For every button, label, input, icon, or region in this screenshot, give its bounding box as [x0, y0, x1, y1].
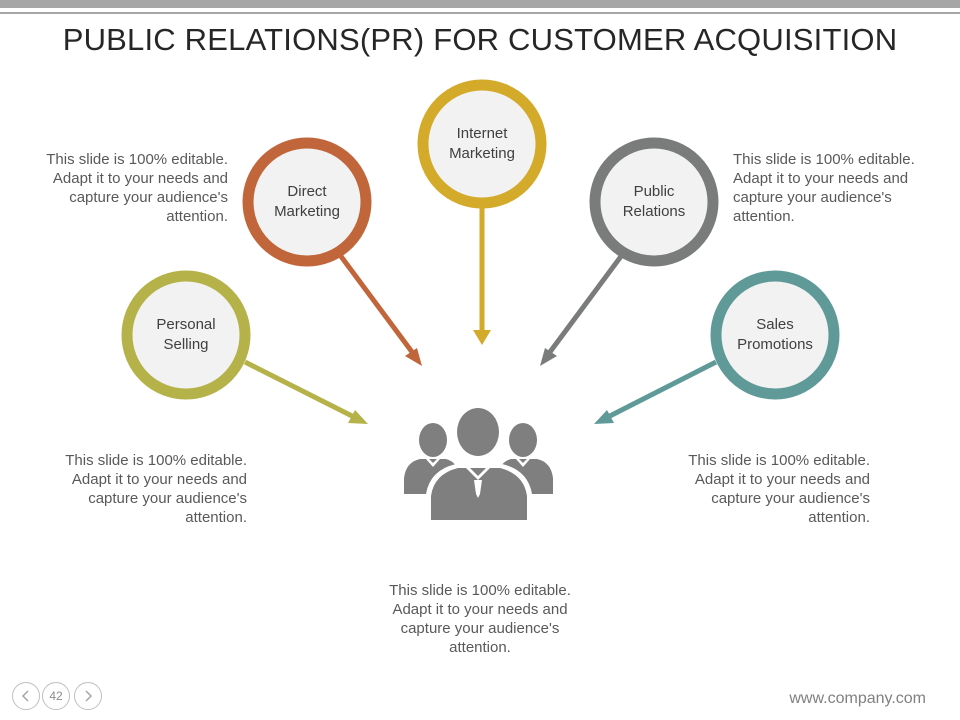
connector-sales-promotions [604, 359, 718, 421]
note-line: This slide is 100% editable. [688, 452, 870, 469]
ring-personal-selling [121, 270, 251, 400]
label-personal-selling: Personal Selling [131, 315, 241, 355]
node-internet-marketing [417, 79, 547, 345]
label-internet-marketing: Internet Marketing [427, 124, 537, 164]
top-accent-bar [0, 0, 960, 8]
ring-internet-marketing [417, 79, 547, 209]
connector-personal-selling [243, 359, 358, 421]
arrowhead-direct-marketing [405, 348, 422, 366]
node-direct-marketing [242, 137, 422, 366]
note-line: attention. [808, 509, 870, 526]
connector-public-relations [544, 253, 625, 358]
note-line: attention. [733, 208, 795, 225]
note-line: attention. [449, 639, 511, 656]
note-line: attention. [185, 509, 247, 526]
page-number: 42 [42, 682, 70, 710]
label-direct-marketing: Direct Marketing [252, 182, 362, 222]
ring-public-relations [589, 137, 719, 267]
note-middle-left: This slide is 100% editable. Adapt it to… [38, 451, 247, 527]
arrowhead-public-relations [540, 348, 557, 366]
label-line: Promotions [737, 336, 813, 353]
label-line: Marketing [449, 145, 515, 162]
page-number-text: 42 [49, 689, 63, 703]
note-line: capture your audience's [88, 490, 247, 507]
label-line: Relations [622, 203, 686, 220]
note-line: Adapt it to your needs and [71, 471, 247, 488]
note-top-left: This slide is 100% editable. Adapt it to… [20, 150, 228, 226]
top-accent-line [0, 12, 960, 14]
label-line: Personal [156, 316, 216, 333]
note-line: Adapt it to your needs and [52, 170, 228, 187]
note-line: capture your audience's [733, 189, 892, 206]
note-line: This slide is 100% editable. [733, 151, 915, 168]
next-slide-button[interactable] [74, 682, 102, 710]
node-public-relations [540, 137, 719, 366]
node-sales-promotions [594, 270, 840, 424]
arrowhead-internet-marketing [473, 330, 491, 345]
node-personal-selling [121, 270, 368, 424]
note-line: This slide is 100% editable. [65, 452, 247, 469]
chevron-right-icon [85, 690, 93, 702]
label-public-relations: Public Relations [599, 182, 709, 222]
note-line: Adapt it to your needs and [694, 471, 870, 488]
connector-direct-marketing [337, 253, 418, 358]
ring-direct-marketing [242, 137, 372, 267]
label-line: Internet [456, 125, 508, 142]
note-line: Adapt it to your needs and [733, 170, 909, 187]
label-line: Marketing [274, 203, 340, 220]
chevron-left-icon [21, 690, 29, 702]
arrowhead-sales-promotions [594, 410, 614, 424]
label-line: Sales [756, 316, 794, 333]
note-top-right: This slide is 100% editable. Adapt it to… [733, 150, 943, 226]
page-title: PUBLIC RELATIONS(PR) FOR CUSTOMER ACQUIS… [62, 22, 898, 57]
ring-sales-promotions [710, 270, 840, 400]
note-line: This slide is 100% editable. [46, 151, 228, 168]
note-line: capture your audience's [711, 490, 870, 507]
label-line: Selling [163, 336, 209, 353]
arrowhead-personal-selling [348, 410, 368, 424]
people-group-icon [404, 408, 553, 520]
footer-url: www.company.com [789, 690, 926, 707]
note-line: Adapt it to your needs and [392, 601, 568, 618]
prev-slide-button[interactable] [12, 682, 40, 710]
note-line: attention. [166, 208, 228, 225]
note-line: capture your audience's [400, 620, 560, 637]
label-line: Public [633, 183, 675, 200]
note-line: This slide is 100% editable. [389, 582, 571, 599]
note-middle-right: This slide is 100% editable. Adapt it to… [660, 451, 870, 527]
note-bottom: This slide is 100% editable. Adapt it to… [370, 581, 590, 657]
note-line: capture your audience's [69, 189, 228, 206]
label-line: Direct [287, 183, 327, 200]
label-sales-promotions: Sales Promotions [720, 315, 830, 355]
